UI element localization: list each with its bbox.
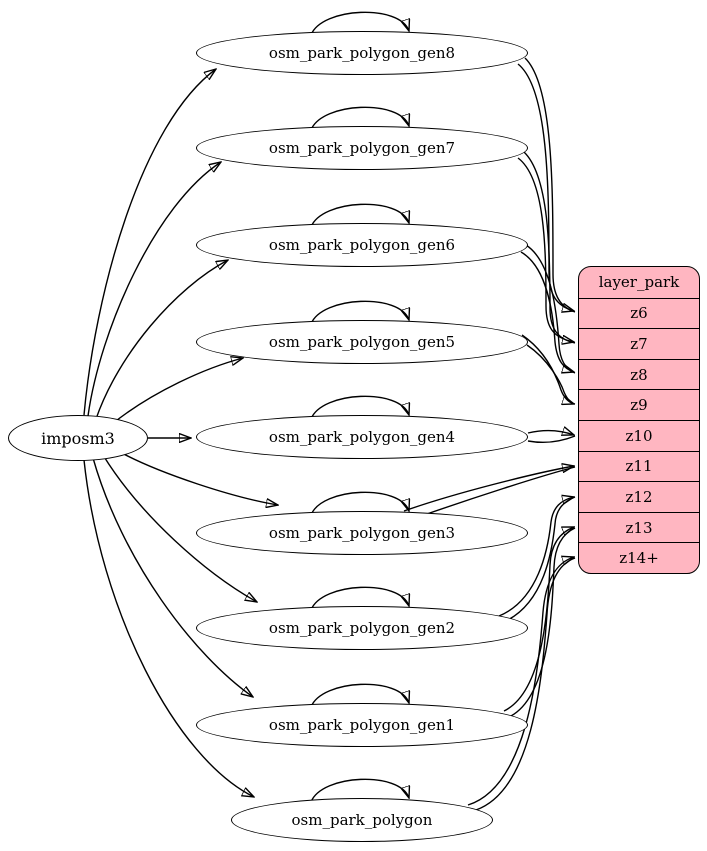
selfloop-gen1 <box>310 683 409 708</box>
edge-imposm3-to-gen2 <box>102 454 257 602</box>
zoom-row-z11: z11 <box>579 450 699 482</box>
edge-gen8-to-z6-a <box>517 63 574 311</box>
node-imposm3-label: imposm3 <box>41 428 115 448</box>
node-osm-park-polygon-gen3: osm_park_polygon_gen3 <box>196 511 528 555</box>
node-label: osm_park_polygon_gen1 <box>268 716 456 734</box>
edge-gen1-to-z13-b <box>510 527 576 717</box>
edge-imposm3-to-gen8 <box>83 69 216 416</box>
edge-imposm3-to-gen7 <box>87 162 221 417</box>
node-osm-park-polygon-gen2: osm_park_polygon_gen2 <box>196 606 528 650</box>
selfloop-gen6 <box>310 203 409 228</box>
zoom-row-z6: z6 <box>579 297 699 329</box>
zoom-row-z10: z10 <box>579 420 699 451</box>
edge-gen2-to-z12-b <box>505 496 576 622</box>
node-label: osm_park_polygon_gen8 <box>268 44 456 62</box>
edge-polygon-to-z14-a <box>467 557 574 806</box>
edge-gen4-to-z10-b <box>527 435 576 444</box>
edge-imposm3-to-gen6 <box>95 260 228 420</box>
edge-gen7-to-z7-a <box>517 157 574 342</box>
node-osm-park-polygon: osm_park_polygon <box>231 798 493 842</box>
selfloop-gen5 <box>310 300 409 325</box>
edge-gen2-to-z12-a <box>498 497 574 617</box>
layer-park-title: layer_park <box>598 273 680 292</box>
selfloop-gen7 <box>310 106 409 131</box>
node-label: osm_park_polygon <box>291 811 433 829</box>
selfloop-gen3 <box>310 491 409 516</box>
edge-polygon-to-z14-b <box>475 557 576 811</box>
selfloop-gen2 <box>310 586 409 611</box>
edge-gen6-to-z8-a <box>520 251 574 372</box>
node-label: osm_park_polygon_gen6 <box>268 236 456 254</box>
node-osm-park-polygon-gen4: osm_park_polygon_gen4 <box>196 415 528 459</box>
node-osm-park-polygon-gen6: osm_park_polygon_gen6 <box>196 223 528 267</box>
node-osm-park-polygon-gen5: osm_park_polygon_gen5 <box>196 320 528 364</box>
selfloop-gen8 <box>310 11 409 36</box>
node-layer-park: layer_park z6 z7 z8 z9 z10 z11 z12 z13 z… <box>578 266 700 574</box>
selfloop-polygon <box>310 778 409 803</box>
edge-gen5-to-z9-b <box>526 344 576 405</box>
node-label: osm_park_polygon_gen2 <box>268 619 456 637</box>
edge-gen3-to-z11-a <box>403 466 574 512</box>
node-osm-park-polygon-gen7: osm_park_polygon_gen7 <box>196 126 528 170</box>
zoom-row-z12: z12 <box>579 481 699 512</box>
node-imposm3: imposm3 <box>8 415 148 461</box>
edge-gen6-to-z8-b <box>525 244 576 374</box>
edge-imposm3-to-gen5 <box>111 358 243 425</box>
edge-gen4-to-z10-a <box>527 431 574 435</box>
selfloop-gen4 <box>310 395 409 420</box>
node-osm-park-polygon-gen8: osm_park_polygon_gen8 <box>196 31 528 75</box>
edge-gen5-to-z9-a <box>521 334 574 404</box>
zoom-row-z9: z9 <box>579 389 699 420</box>
node-label: osm_park_polygon_gen5 <box>268 333 456 351</box>
edge-imposm3-to-gen1 <box>92 457 253 697</box>
node-osm-park-polygon-gen1: osm_park_polygon_gen1 <box>196 703 528 747</box>
node-label: osm_park_polygon_gen3 <box>268 524 456 542</box>
zoom-row-z13: z13 <box>579 511 699 543</box>
edge-imposm3-to-polygon <box>83 459 254 797</box>
zoom-row-z8: z8 <box>579 358 699 390</box>
node-label: osm_park_polygon_gen7 <box>268 139 456 157</box>
node-label: osm_park_polygon_gen4 <box>268 428 456 446</box>
zoom-row-z14plus: z14+ <box>579 542 699 573</box>
edge-imposm3-to-gen3 <box>117 450 278 505</box>
edge-gen3-to-z11-b <box>423 466 576 516</box>
edge-gen8-to-z6-b <box>524 57 576 313</box>
edge-gen1-to-z13-a <box>503 527 574 712</box>
zoom-row-z7: z7 <box>579 328 699 359</box>
